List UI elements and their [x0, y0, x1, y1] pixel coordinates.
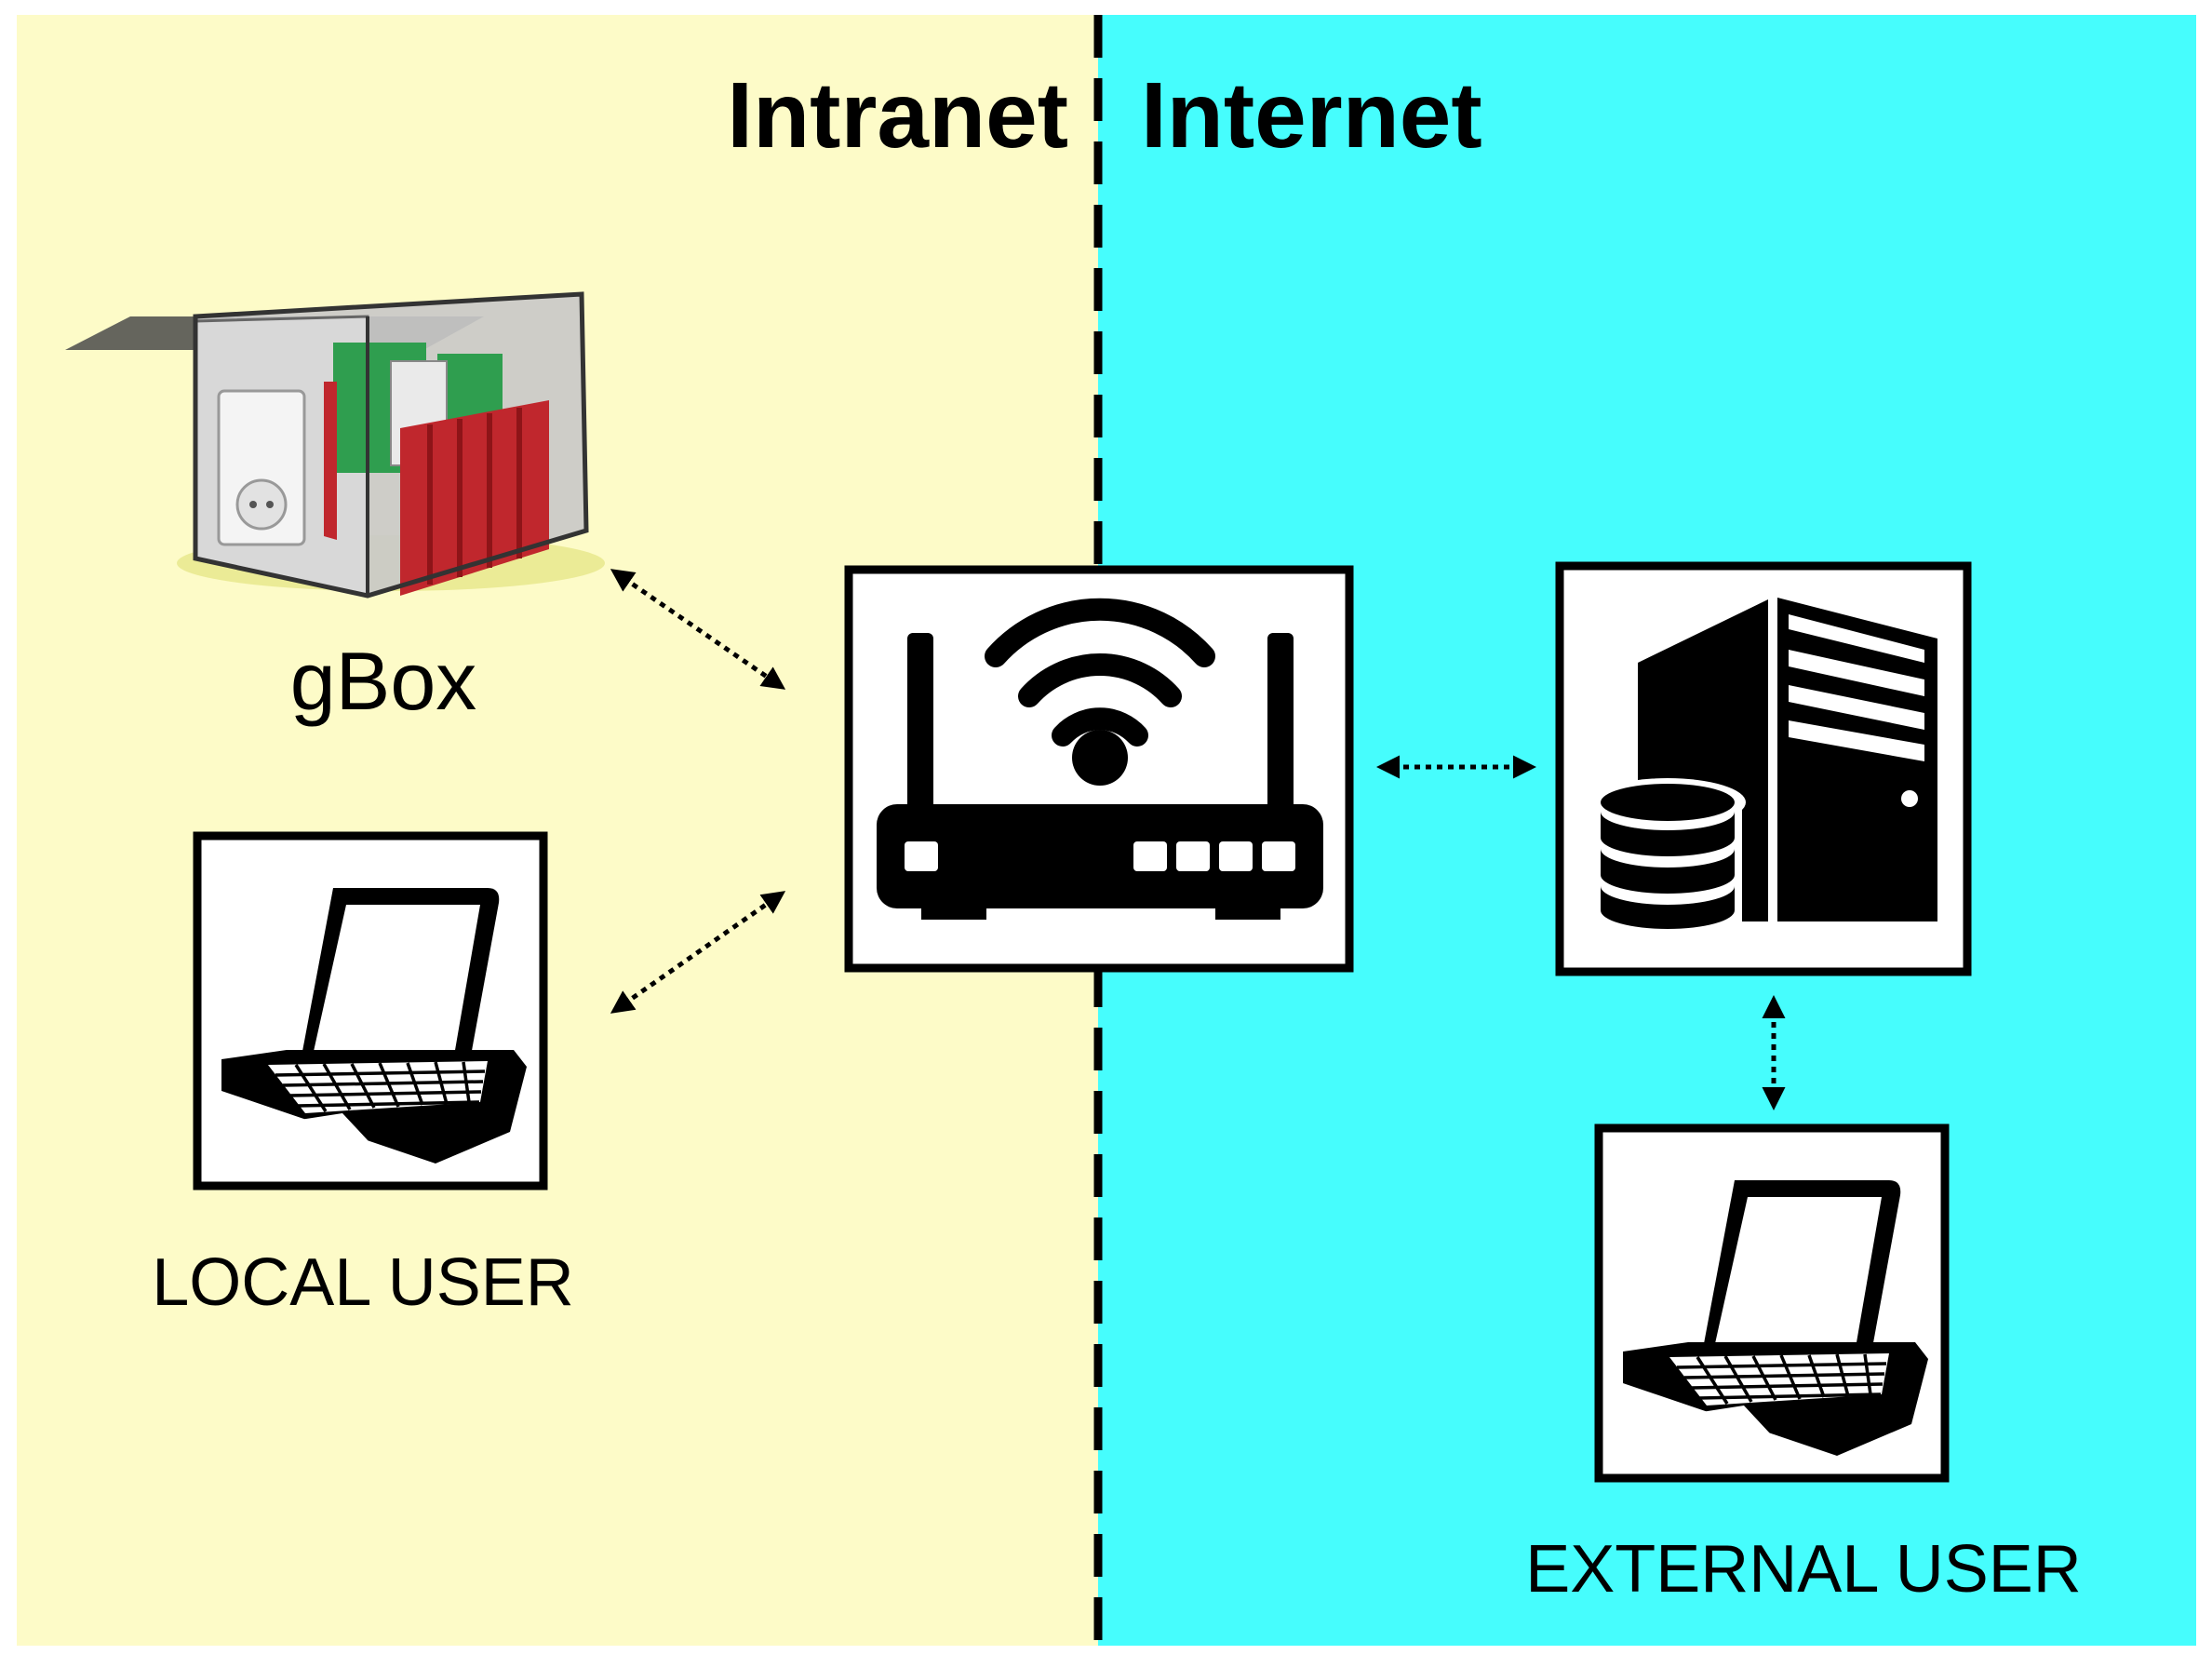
local-user-label: LOCAL USER: [152, 1245, 573, 1320]
router-node: [844, 565, 1354, 973]
server-database-icon: [1589, 598, 1937, 944]
connection-gbox-router: [610, 569, 786, 690]
wifi-router-icon: [877, 598, 1323, 920]
external-user-node: [1594, 1123, 1950, 1483]
gbox-device: [65, 291, 605, 599]
local-user-node: [193, 831, 548, 1190]
server-node: [1555, 561, 1972, 976]
intranet-label: Intranet: [727, 63, 1068, 168]
gbox-label: gBox: [290, 635, 477, 727]
external-user-label: EXTERNAL USER: [1525, 1532, 2081, 1607]
connection-local-user-router: [610, 891, 786, 1014]
internet-label: Internet: [1141, 63, 1482, 168]
